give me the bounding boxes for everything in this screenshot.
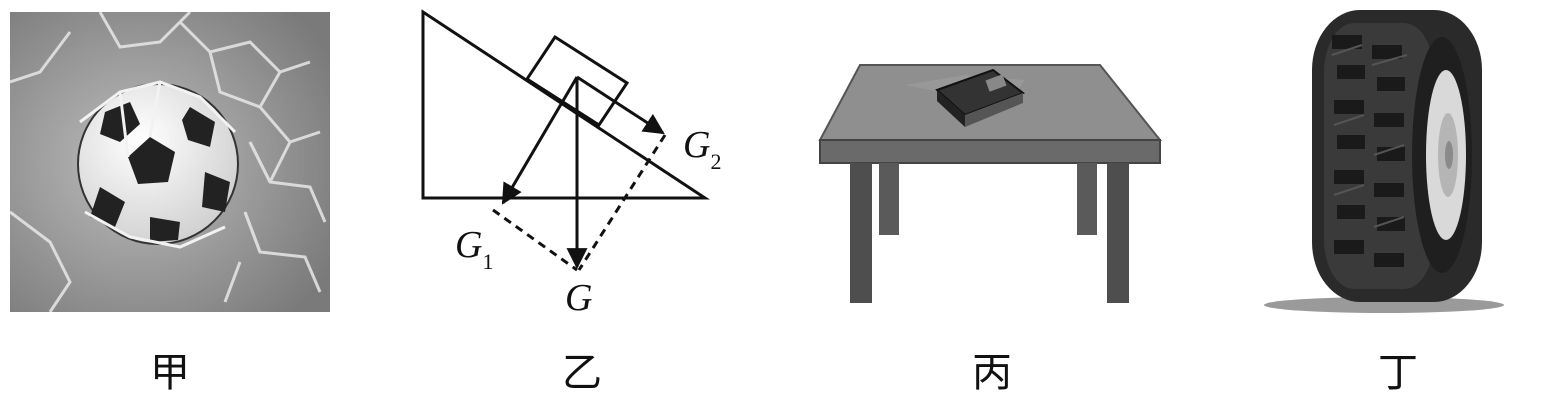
g1-arrow (501, 76, 579, 205)
tire-image (1264, 10, 1504, 313)
g1-label: G1 (455, 224, 493, 274)
g-label: G (565, 277, 592, 315)
panel-bing (815, 55, 1165, 315)
net (9, 10, 327, 313)
panel-yi: G1 G G2 (415, 5, 735, 319)
incline-force-diagram: G1 G G2 (421, 9, 721, 319)
table-with-book-image (818, 64, 1163, 303)
caption-bing: 丙 (972, 350, 1012, 396)
table (818, 64, 1163, 303)
dashed-line-2 (577, 134, 667, 271)
dashed-line-1 (492, 208, 578, 272)
tire-shadow (1264, 297, 1504, 313)
soccer-ball-image (9, 10, 330, 313)
caption-ding: 丁 (1378, 350, 1418, 396)
incline-triangle (421, 9, 710, 200)
panel-ding (1262, 5, 1512, 317)
book (935, 68, 1026, 127)
caption-yi: 乙 (562, 350, 602, 396)
g2-arrow (576, 75, 665, 135)
g2-label: G2 (683, 124, 721, 174)
caption-jia: 甲 (150, 350, 190, 396)
panel-jia (9, 10, 330, 313)
tire (1312, 10, 1482, 302)
